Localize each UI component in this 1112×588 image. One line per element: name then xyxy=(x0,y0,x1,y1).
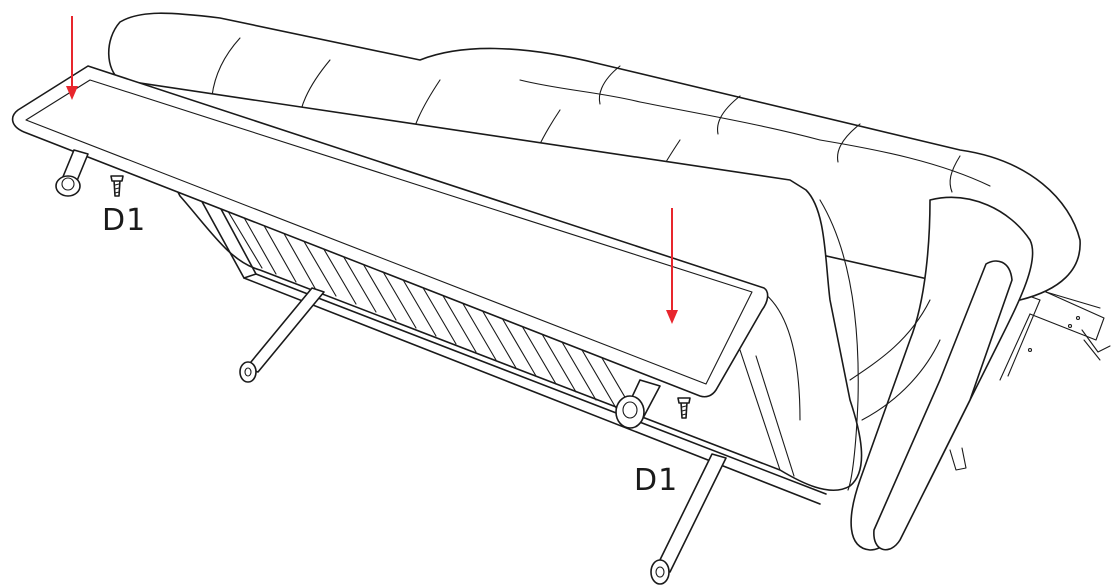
screw-right-icon xyxy=(677,397,691,419)
screw-label-right: D1 xyxy=(634,463,679,498)
left-board-bracket xyxy=(55,149,89,197)
screw-left-icon xyxy=(110,175,124,197)
front-leg-center xyxy=(239,287,325,383)
arrow-right-icon xyxy=(666,208,678,324)
right-rear-leg xyxy=(949,447,967,471)
right-board-bracket xyxy=(615,379,661,429)
right-arm-pad xyxy=(849,196,1034,551)
screw-label-left: D1 xyxy=(102,203,147,238)
front-leg-right xyxy=(650,453,727,585)
back-board-panel xyxy=(11,65,769,398)
arrow-left-icon xyxy=(66,16,78,100)
frame-slats xyxy=(225,207,795,477)
